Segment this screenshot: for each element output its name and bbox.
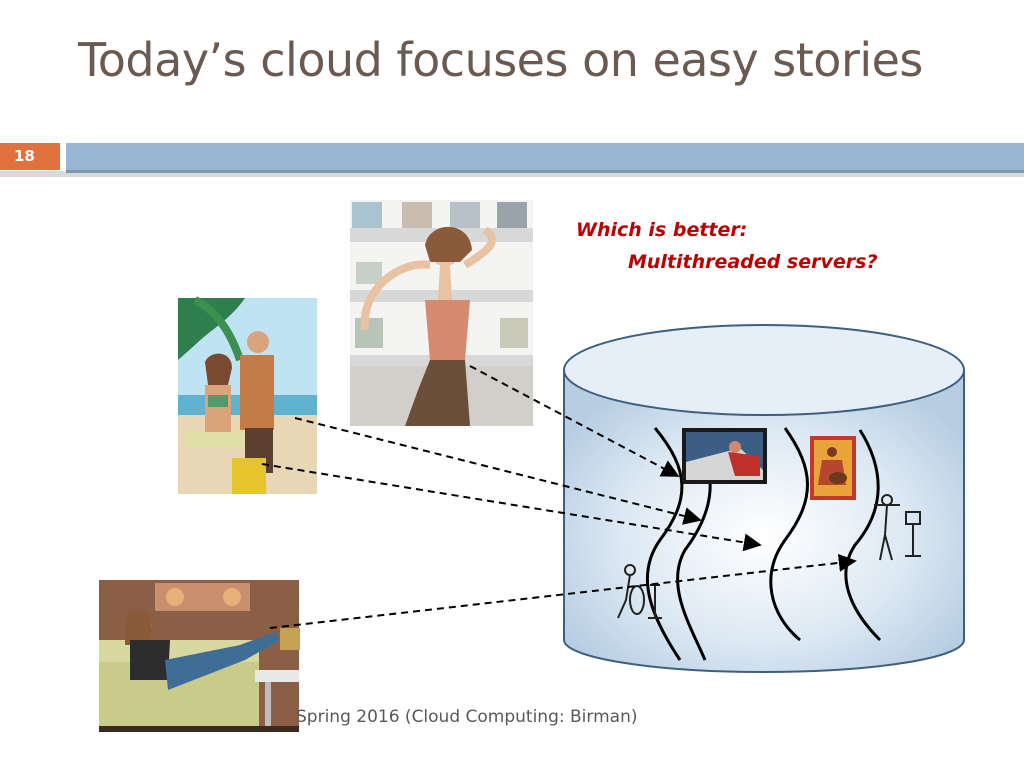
question-line-2: Multithreaded servers?: [628, 251, 878, 273]
header-bar: [66, 143, 1024, 173]
question-text: Which is better: Multithreaded servers?: [576, 214, 877, 278]
pianist-clipart: [682, 428, 767, 484]
server-cylinder: [563, 324, 965, 673]
woman-relaxing-on-couch-photo: [99, 580, 300, 732]
couple-on-beach-photo: [178, 296, 317, 494]
request-arrows: [261, 365, 857, 629]
cellist-clipart: [617, 564, 662, 619]
flutist-clipart: [874, 494, 921, 561]
question-line-1: Which is better:: [576, 219, 748, 241]
header-bar-shadow: [0, 171, 1024, 177]
slide-number-badge: 18: [0, 143, 60, 170]
woman-listening-to-music-photo: [350, 200, 533, 426]
slide-footer: Spring 2016 (Cloud Computing: Birman): [296, 707, 638, 727]
guitarist-clipart: [810, 436, 856, 500]
slide-title: Today’s cloud focuses on easy stories: [78, 33, 923, 87]
